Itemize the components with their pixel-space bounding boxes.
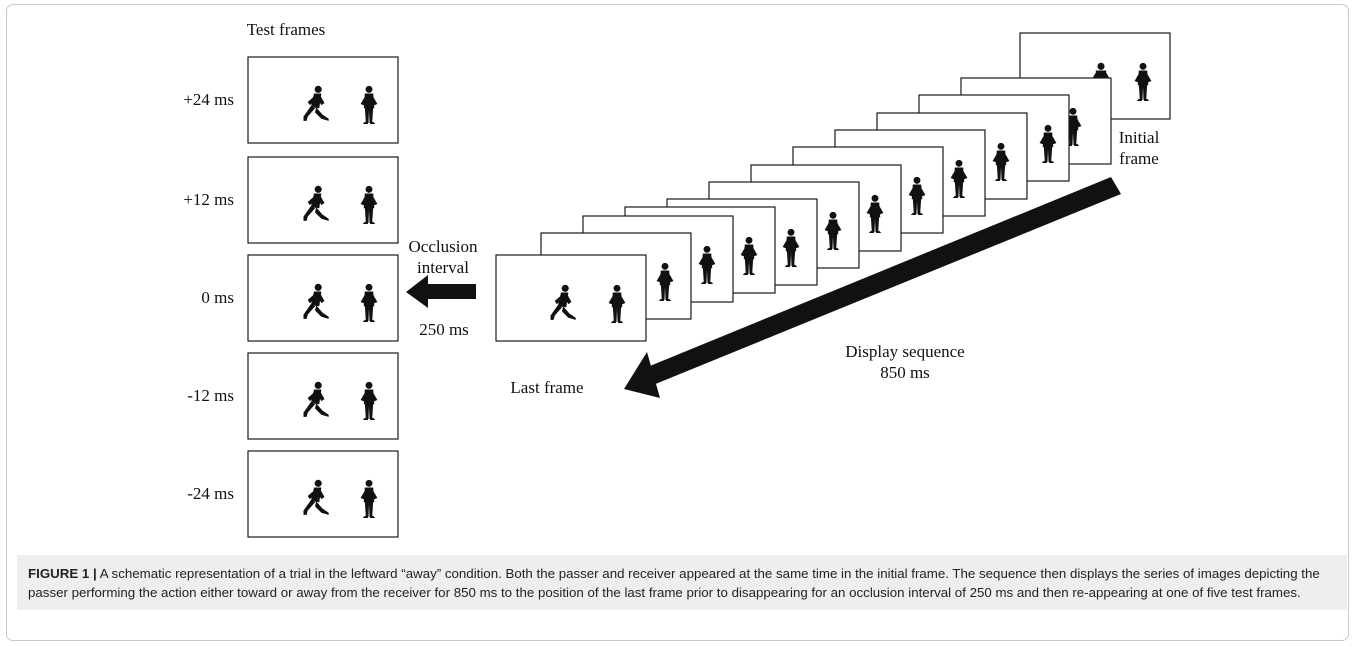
occlusion-label-line1: Occlusion <box>409 237 478 256</box>
last-frame <box>495 254 647 342</box>
figure-label: FIGURE 1 | <box>28 566 97 581</box>
trial-diagram: Test frames +24 ms +12 ms 0 ms -12 ms -2… <box>183 20 1171 641</box>
occlusion-label-line2: interval <box>417 258 469 277</box>
test-frame: -12 ms <box>187 353 398 439</box>
display-sequence-label: Display sequence <box>845 342 964 361</box>
test-frame: -24 ms <box>187 451 398 537</box>
test-frame-label: -24 ms <box>187 484 234 503</box>
test-frames-title: Test frames <box>247 20 326 39</box>
test-frame-label: 0 ms <box>201 288 234 307</box>
test-frame: 0 ms <box>201 255 398 341</box>
occlusion-arrow <box>406 275 476 308</box>
occlusion-duration: 250 ms <box>419 320 469 339</box>
display-sequence-frames <box>495 32 1171 342</box>
test-frame-label: +24 ms <box>183 90 234 109</box>
test-frame-label: -12 ms <box>187 386 234 405</box>
test-frame: +24 ms <box>183 57 398 143</box>
initial-frame-label-line2: frame <box>1119 149 1159 168</box>
display-sequence-arrow <box>624 177 1121 398</box>
display-sequence-duration: 850 ms <box>880 363 930 382</box>
figure-caption: FIGURE 1 | A schematic representation of… <box>17 555 1347 610</box>
caption-text: A schematic representation of a trial in… <box>28 566 1320 600</box>
figure-panel: Test frames +24 ms +12 ms 0 ms -12 ms -2… <box>6 4 1349 641</box>
last-frame-label: Last frame <box>510 378 583 397</box>
test-frames-column: +24 ms +12 ms 0 ms -12 ms -24 ms <box>183 57 398 537</box>
test-frame: +12 ms <box>183 157 398 243</box>
initial-frame-label-line1: Initial <box>1119 128 1160 147</box>
test-frame-label: +12 ms <box>183 190 234 209</box>
